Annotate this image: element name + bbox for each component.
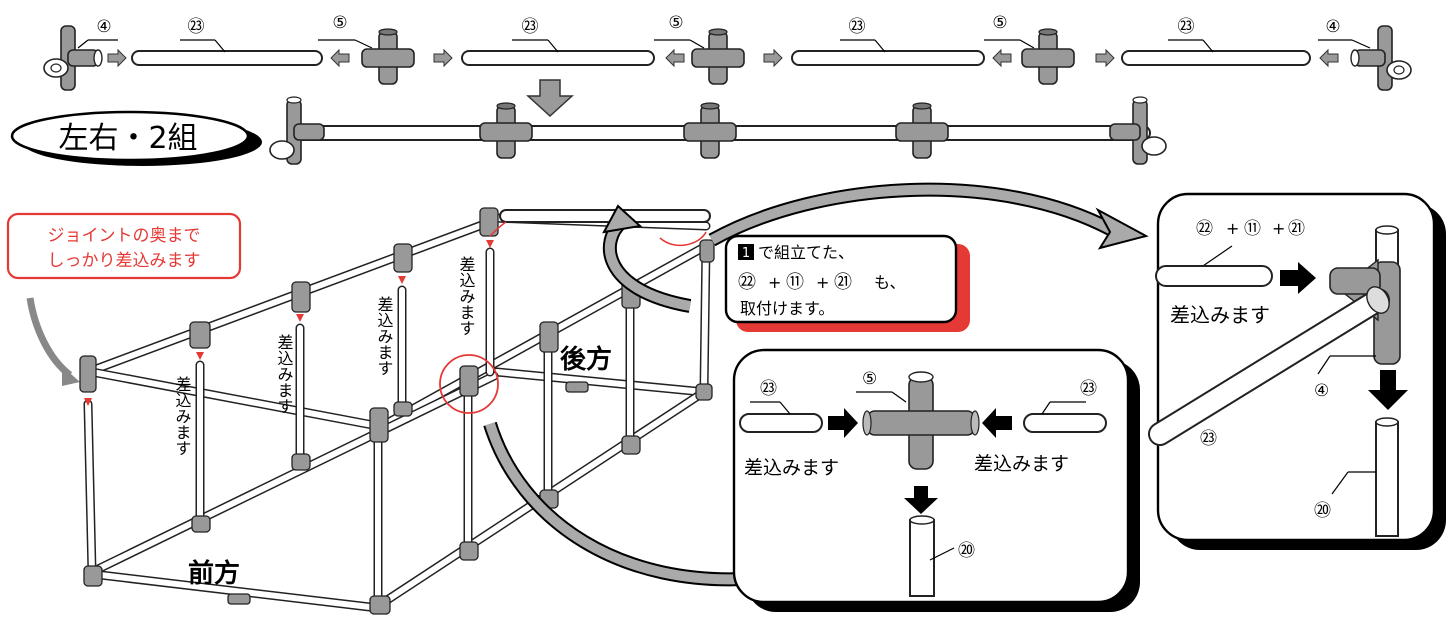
top-exploded-row: ④ ㉓ ⑤ ㉓ ⑤ ㉓ ⑤ ㉓ ④ — [43, 13, 1412, 91]
frame-joints — [79, 207, 715, 615]
insert-arrow-icon — [992, 49, 1012, 67]
pipe-23 — [131, 50, 323, 66]
corner-joint-4-right — [1109, 96, 1167, 165]
part-label: ㉓ — [849, 17, 866, 37]
curved-arrow-icon — [62, 366, 80, 386]
down-arrow-icon — [1368, 370, 1408, 410]
detail-box-right: ㉒ + ⑪ + ㉑ 差込みます ④ ㉓ ⑳ — [1148, 192, 1446, 550]
note-part: も、 — [874, 273, 906, 292]
vertical-label: 差込みます — [173, 376, 192, 456]
curved-arrow-icon — [1095, 207, 1149, 250]
down-arrow-icon — [904, 486, 938, 514]
bottom-label: ⑳ — [1314, 501, 1331, 521]
part-label: ㉓ — [188, 17, 205, 37]
callout-line-2: しっかり差込みます — [48, 251, 201, 271]
pipe-23 — [791, 50, 985, 66]
back-label: 後方 — [560, 344, 612, 375]
part-label: ⑤ — [668, 13, 683, 33]
part-label: ⑤ — [992, 13, 1007, 33]
badge-text: 左右・2組 — [58, 121, 197, 156]
curved-arrow-icon — [602, 204, 643, 234]
pipe-23 — [739, 413, 823, 433]
note-line-3: 取付けます。 — [740, 299, 834, 318]
header-part: ⑪ — [1244, 219, 1261, 239]
cross-joint-5 — [683, 102, 737, 159]
pipe-23 — [1121, 50, 1311, 66]
cross-joint-5 — [691, 28, 745, 85]
pipe-23 — [1023, 413, 1107, 433]
red-insert-arrows — [84, 240, 494, 406]
cross-joint-5 — [361, 28, 415, 85]
part-label: ㉓ — [1178, 17, 1195, 37]
header-part: ㉒ — [1196, 219, 1213, 239]
part-label: ㉓ — [522, 17, 539, 37]
insert-arrow-icon — [107, 49, 127, 67]
insert-label-right: 差込みます — [974, 453, 1069, 475]
top-labels: ④ ㉓ ⑤ ㉓ ⑤ ㉓ ⑤ ㉓ ④ — [77, 13, 1371, 53]
callout-line-1: ジョイントの奥まで — [48, 226, 201, 246]
corner-joint-4-left — [269, 96, 325, 165]
pipe-label-right: ㉓ — [1080, 379, 1097, 399]
cross-joint-5 — [479, 102, 533, 159]
step-marker: 1 — [742, 246, 750, 261]
header-part: + — [1226, 219, 1239, 238]
insert-arrow-icon — [433, 49, 453, 67]
assembly-count-badge: 左右・2組 — [10, 110, 262, 166]
down-arrow-icon — [526, 79, 574, 118]
note-line-1: で組立てた、 — [758, 243, 854, 262]
insert-label-left: 差込みます — [744, 457, 839, 479]
insert-arrow-icon — [982, 408, 1012, 438]
cross-joint-5 — [862, 371, 980, 470]
insert-arrow-icon — [763, 49, 783, 67]
corner-joint-4-left — [43, 25, 103, 91]
pipe-label: ㉓ — [1200, 429, 1217, 449]
part-label: ⑤ — [332, 13, 347, 33]
insert-arrow-icon — [1280, 262, 1316, 294]
note-part: ㉑ — [834, 272, 852, 293]
vertical-label: 差込みます — [275, 334, 294, 414]
pipe-22 — [1155, 265, 1273, 287]
assembled-row — [269, 96, 1167, 165]
frame-assembly: 差込みます 差込みます 差込みます 差込みます 前方 後方 — [79, 182, 1149, 615]
vertical-label: 差込みます — [457, 256, 476, 336]
insert-vertical-labels: 差込みます 差込みます 差込みます 差込みます — [173, 256, 476, 456]
note-part: ㉒ — [738, 272, 756, 293]
header-part: ㉑ — [1288, 219, 1305, 239]
part-label: ④ — [96, 17, 111, 37]
vertical-label: 差込みます — [375, 296, 394, 376]
insert-arrow-icon — [330, 49, 350, 67]
insert-arrow-icon — [665, 49, 685, 67]
insert-arrow-icon — [1319, 49, 1339, 67]
note-box: 1 で組立てた、 ㉒ + ⑪ + ㉑ も、 取付けます。 — [724, 234, 970, 332]
note-part: + — [816, 273, 829, 292]
detail-box-center: ㉓ ⑤ ㉓ 差込みます 差込みます ⑳ — [732, 348, 1140, 612]
part-label: ④ — [1325, 17, 1340, 37]
corner-joint-4-right — [1350, 25, 1412, 91]
cross-joint-5 — [1021, 28, 1075, 85]
red-callout: ジョイントの奥まで しっかり差込みます — [6, 212, 242, 386]
front-label: 前方 — [188, 558, 240, 589]
joint-label: ⑤ — [862, 369, 877, 389]
pipe-23 — [461, 50, 655, 66]
highlight-circle — [439, 354, 499, 414]
note-part: ⑪ — [786, 272, 804, 293]
note-part: + — [768, 273, 781, 292]
pipe-label-left: ㉓ — [760, 379, 777, 399]
header-part: + — [1272, 219, 1285, 238]
insert-arrow-icon — [828, 408, 858, 438]
joint-label: ④ — [1314, 381, 1329, 401]
insert-arrow-icon — [1095, 49, 1115, 67]
cross-joint-5 — [895, 102, 949, 159]
bottom-label: ⑳ — [958, 541, 975, 561]
insert-label: 差込みます — [1170, 303, 1270, 327]
